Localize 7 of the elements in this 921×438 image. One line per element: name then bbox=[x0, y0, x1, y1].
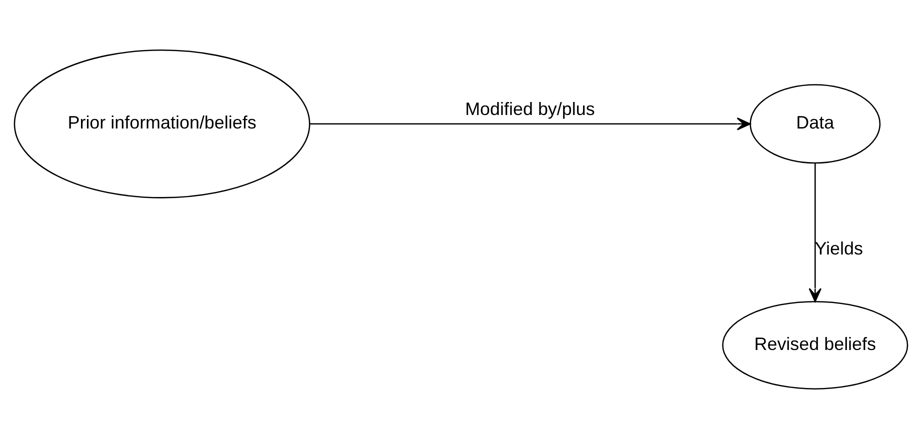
node-ellipse: Revised beliefs bbox=[722, 300, 908, 390]
arrow bbox=[309, 117, 750, 130]
node-ellipse: Data bbox=[749, 84, 880, 164]
edge-label: Modified by/plus bbox=[464, 98, 594, 119]
edge-label: Yields bbox=[814, 238, 862, 258]
node-ellipse: Prior information/beliefs bbox=[13, 48, 310, 198]
arrow bbox=[808, 162, 822, 302]
